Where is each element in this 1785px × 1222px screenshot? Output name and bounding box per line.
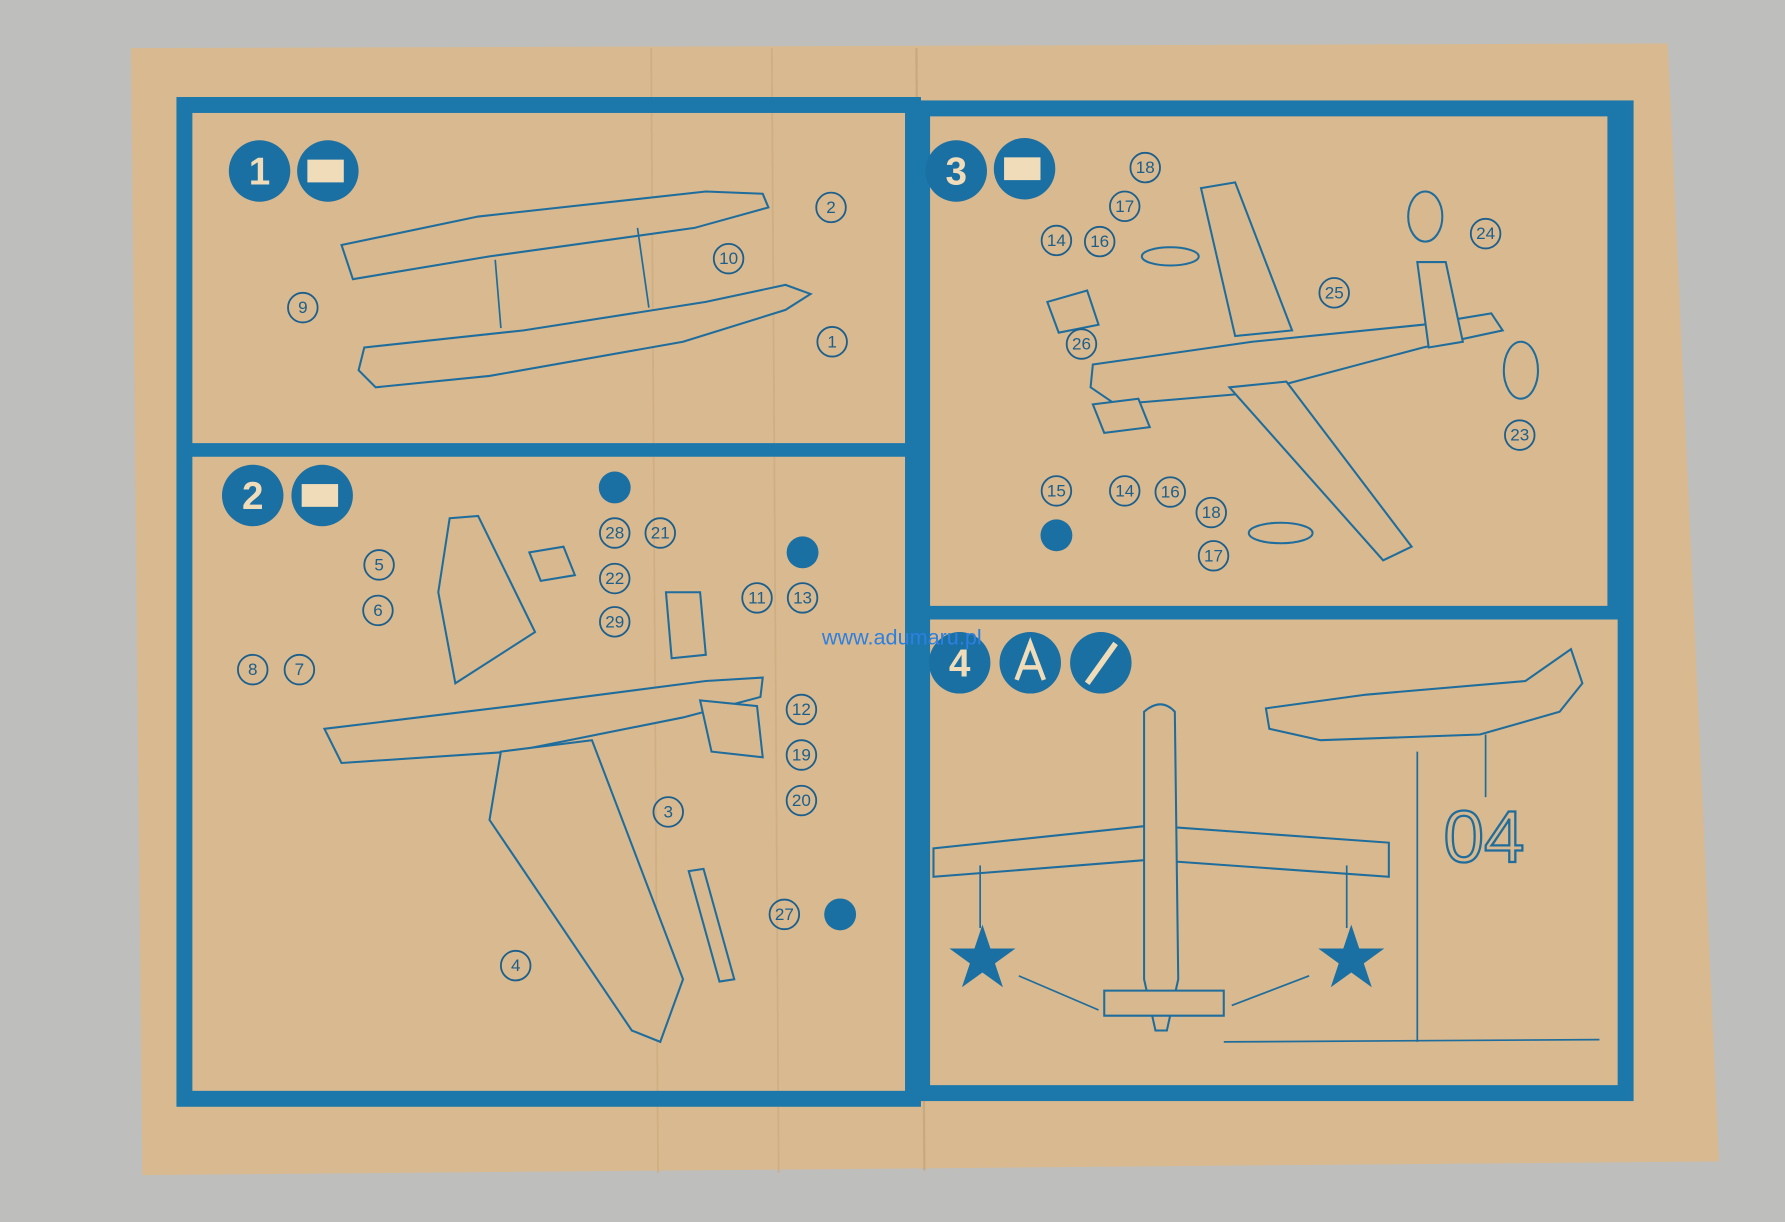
step-3-badge: 3 (925, 137, 1056, 202)
callout: 2 (815, 191, 847, 224)
svg-text:12: 12 (792, 700, 811, 719)
svg-text:25: 25 (1325, 283, 1344, 302)
tail-number-marking: 04 (1443, 797, 1524, 878)
callout: 16 (1154, 476, 1186, 508)
callout: 4 (499, 949, 532, 982)
svg-text:17: 17 (1115, 197, 1134, 216)
callout: 20 (785, 784, 818, 817)
svg-text:3: 3 (945, 151, 967, 194)
svg-text:29: 29 (605, 612, 624, 631)
callout: 16 (1083, 225, 1116, 258)
wing-assembly-drawing (322, 514, 764, 1044)
step-2-callouts: 28 21 5 22 11 13 6 29 8 7 12 19 20 3 27 … (237, 517, 819, 982)
callout: 12 (785, 693, 818, 726)
svg-text:5: 5 (374, 555, 383, 574)
frame-right (914, 100, 1634, 1102)
callout: 11 (741, 582, 773, 614)
callout: 18 (1195, 496, 1227, 529)
step-1-callouts: 2 10 9 1 (287, 191, 848, 358)
callout: 24 (1469, 217, 1502, 250)
svg-text:16: 16 (1090, 232, 1109, 251)
svg-text:16: 16 (1161, 483, 1180, 502)
svg-text:7: 7 (295, 660, 304, 679)
star-insignia (1318, 924, 1385, 988)
svg-text:4: 4 (949, 642, 971, 685)
callout: 14 (1109, 475, 1141, 507)
decal-icon (999, 632, 1061, 694)
svg-text:18: 18 (1202, 503, 1221, 522)
callout: 26 (1065, 328, 1098, 360)
callout: 17 (1109, 190, 1141, 223)
frame-left (176, 97, 921, 1107)
callout: 25 (1318, 277, 1350, 309)
callout: 15 (1040, 475, 1073, 507)
callout: 28 (599, 517, 631, 549)
callout: 22 (599, 562, 631, 595)
svg-text:3: 3 (663, 802, 673, 821)
watermark: www.adumaru.pl (821, 625, 982, 650)
step-3-callouts: 18 17 14 16 24 25 26 23 15 14 16 18 17 (1040, 151, 1536, 572)
callout: 10 (712, 242, 745, 275)
callout: 19 (785, 739, 818, 771)
engines-floats-drawing (1045, 181, 1539, 562)
svg-text:1: 1 (827, 332, 837, 351)
callout: 21 (644, 517, 676, 549)
svg-text:4: 4 (511, 956, 521, 975)
svg-text:11: 11 (748, 588, 766, 607)
svg-text:14: 14 (1047, 231, 1066, 250)
callout: 13 (786, 582, 819, 614)
fuselage-halves-drawing (340, 190, 813, 389)
callout: 7 (283, 653, 316, 686)
callout: 18 (1129, 151, 1161, 184)
svg-text:27: 27 (775, 905, 794, 924)
svg-text:9: 9 (298, 298, 308, 317)
svg-text:26: 26 (1072, 335, 1091, 354)
svg-text:17: 17 (1204, 546, 1223, 565)
svg-text:15: 15 (1047, 481, 1066, 500)
step-1-badge: 1 (228, 140, 359, 202)
callout: 9 (287, 291, 319, 324)
svg-text:14: 14 (1115, 481, 1134, 500)
step-2-badge: 2 (221, 464, 353, 527)
svg-text:20: 20 (792, 791, 811, 810)
svg-text:2: 2 (242, 475, 264, 518)
svg-text:2: 2 (826, 198, 836, 217)
svg-text:24: 24 (1476, 224, 1495, 243)
aircraft-side-view-drawing: 04 (1223, 647, 1600, 1043)
aircraft-top-view-drawing (932, 703, 1390, 1032)
callout: 29 (599, 606, 631, 638)
svg-text:10: 10 (719, 249, 738, 268)
svg-text:6: 6 (373, 601, 382, 620)
callout: 23 (1504, 419, 1536, 451)
svg-text:1: 1 (249, 151, 271, 194)
callout: 14 (1040, 224, 1073, 257)
svg-text:22: 22 (605, 569, 624, 588)
callout: 1 (816, 326, 848, 358)
callout: 3 (652, 796, 684, 828)
svg-text:18: 18 (1136, 158, 1155, 177)
callout: 27 (768, 898, 801, 931)
svg-text:13: 13 (793, 588, 812, 607)
callout: 17 (1197, 540, 1230, 572)
paper-fold (770, 48, 780, 1173)
star-insignia (949, 924, 1016, 988)
svg-text:21: 21 (651, 524, 670, 543)
svg-text:28: 28 (605, 524, 624, 543)
step-4-badge: 4 (928, 632, 1132, 694)
no-glue-icons (598, 471, 1073, 931)
svg-text:23: 23 (1510, 426, 1529, 445)
callout: 8 (237, 653, 269, 686)
svg-text:19: 19 (792, 746, 811, 765)
callout: 5 (363, 549, 395, 581)
callout: 6 (362, 594, 394, 627)
svg-text:8: 8 (248, 660, 257, 679)
